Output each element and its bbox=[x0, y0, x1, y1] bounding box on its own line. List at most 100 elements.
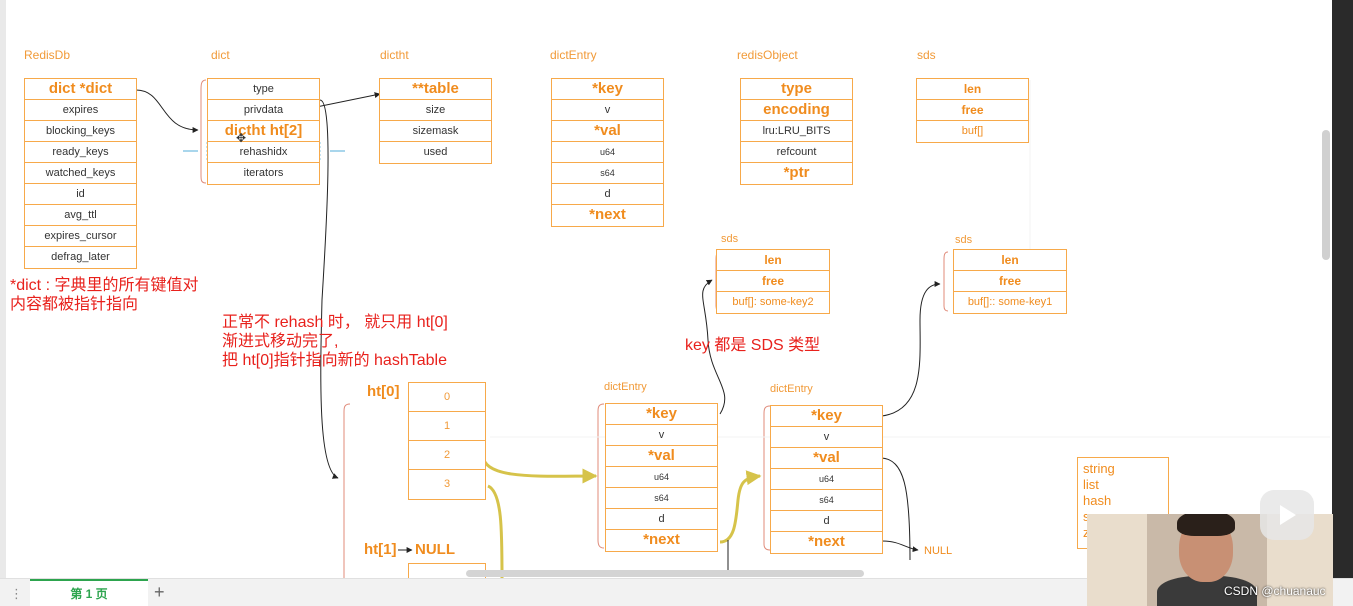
sds-row: len bbox=[917, 79, 1028, 100]
sds3-title: sds bbox=[955, 234, 973, 246]
dictht-title: dictht bbox=[380, 48, 409, 62]
right-edge bbox=[1332, 0, 1353, 606]
horizontal-scrollbar[interactable] bbox=[466, 570, 864, 577]
redisobject-title: redisObject bbox=[737, 48, 798, 62]
ht0-bucket: 3 bbox=[443, 478, 451, 490]
dict-table: type privdata dictht ht[2] rehashidx ite… bbox=[207, 78, 320, 185]
type-item: z bbox=[1083, 525, 1168, 541]
type-item: list bbox=[1083, 477, 1099, 492]
dict-row[interactable]: rehashidx bbox=[208, 142, 319, 163]
sds-row: buf[] bbox=[961, 125, 984, 137]
redisobject-row: *ptr bbox=[783, 164, 810, 181]
dictht-table: **table size sizemask used bbox=[379, 78, 492, 164]
watermark: CSDN @chuanauc bbox=[1224, 584, 1326, 598]
menu-dots-icon[interactable]: ⋮ bbox=[10, 586, 23, 601]
sds3-row: len bbox=[954, 250, 1066, 271]
sds2-table: len free buf[]: some-key2 bbox=[716, 249, 830, 314]
dict-title: dict bbox=[211, 48, 230, 62]
rehash-note-line3: 把 ht[0]指针指向新的 hashTable bbox=[222, 352, 447, 369]
redisobject-row: lru:LRU_BITS bbox=[741, 121, 852, 142]
bookshelf bbox=[1087, 514, 1147, 606]
ht0-table: 0 1 2 3 bbox=[408, 382, 486, 500]
ht1-label: ht[1] bbox=[364, 541, 397, 558]
dictentry-row: v bbox=[552, 100, 663, 121]
ht0-bucket: 2 bbox=[409, 441, 485, 470]
dictht-row: used bbox=[423, 146, 448, 158]
sds2-row: len bbox=[717, 250, 829, 271]
vertical-scrollbar[interactable] bbox=[1322, 130, 1330, 260]
redisdb-table: dict *dict expires blocking_keys ready_k… bbox=[24, 78, 137, 269]
sds-row: free bbox=[917, 100, 1028, 121]
page-tab[interactable]: 第 1 页 bbox=[30, 579, 148, 606]
sds2-title: sds bbox=[721, 233, 739, 245]
redisdb-row: expires_cursor bbox=[25, 226, 136, 247]
dictentry3-row: *val bbox=[771, 448, 882, 469]
rehash-note-line2: 渐进式移动完了, bbox=[222, 333, 339, 350]
dictentry-title: dictEntry bbox=[550, 48, 597, 62]
redisobject-table: type encoding lru:LRU_BITS refcount *ptr bbox=[740, 78, 853, 185]
dictentry-row: d bbox=[552, 184, 663, 205]
add-page-button[interactable]: + bbox=[154, 582, 165, 602]
sds-table: len free buf[] bbox=[916, 78, 1029, 143]
dict-row: privdata bbox=[208, 100, 319, 121]
dict-note-line1: *dict : 字典里的所有键值对 bbox=[10, 277, 199, 294]
dict-row: iterators bbox=[243, 167, 284, 179]
sds2-row: free bbox=[717, 271, 829, 292]
redisdb-row: watched_keys bbox=[25, 163, 136, 184]
redisdb-title: RedisDb bbox=[24, 48, 71, 62]
type-item: hash bbox=[1083, 493, 1112, 508]
dictentry2-row: v bbox=[606, 425, 717, 446]
entry-null-label: NULL bbox=[924, 545, 953, 557]
redisobject-row: type bbox=[741, 79, 852, 100]
redisdb-row: id bbox=[25, 184, 136, 205]
dictht-row: **table bbox=[380, 79, 491, 100]
dictentry-row: s64 bbox=[552, 163, 663, 184]
move-cursor-icon: ✥ bbox=[236, 131, 247, 145]
dictentry2-row: d bbox=[606, 509, 717, 530]
dictentry-row: *next bbox=[589, 206, 626, 223]
dictentry3-row: s64 bbox=[771, 490, 882, 511]
dictentry-row: *val bbox=[552, 121, 663, 142]
dict-row: type bbox=[208, 79, 319, 100]
redisdb-row: avg_ttl bbox=[25, 205, 136, 226]
redisdb-row: expires bbox=[25, 100, 136, 121]
sds3-table: len free buf[]:: some-key1 bbox=[953, 249, 1067, 314]
redisobject-row: refcount bbox=[741, 142, 852, 163]
redisdb-row: ready_keys bbox=[25, 142, 136, 163]
key-sds-note: key 都是 SDS 类型 bbox=[685, 337, 821, 354]
dictentry3-row: v bbox=[771, 427, 882, 448]
sds3-row: buf[]:: some-key1 bbox=[967, 296, 1053, 308]
dictht-row: sizemask bbox=[380, 121, 491, 142]
ht0-label: ht[0] bbox=[367, 383, 400, 400]
dictentry3-row: d bbox=[771, 511, 882, 532]
dictentry-row: *key bbox=[552, 79, 663, 100]
dictentry2-row: *next bbox=[643, 531, 680, 548]
dictentry3-row: *next bbox=[808, 533, 845, 550]
dictentry2-table: *key v *val u64 s64 d *next bbox=[605, 403, 718, 552]
dict-note-line2: 内容都被指针指向 bbox=[10, 296, 139, 313]
redisdb-row: dict *dict bbox=[25, 79, 136, 100]
dictentry-row: u64 bbox=[552, 142, 663, 163]
dictentry3-row: u64 bbox=[771, 469, 882, 490]
dictentry3-table: *key v *val u64 s64 d *next bbox=[770, 405, 883, 554]
dictentry-table: *key v *val u64 s64 d *next bbox=[551, 78, 664, 227]
dictentry2-title: dictEntry bbox=[604, 381, 647, 393]
dictht-row: size bbox=[380, 100, 491, 121]
dictentry2-row: *val bbox=[606, 446, 717, 467]
dictentry3-title: dictEntry bbox=[770, 383, 813, 395]
redisdb-row: defrag_later bbox=[51, 251, 110, 263]
redisobject-row: encoding bbox=[741, 100, 852, 121]
play-icon[interactable] bbox=[1260, 490, 1314, 540]
sds3-row: free bbox=[954, 271, 1066, 292]
redisdb-row: blocking_keys bbox=[25, 121, 136, 142]
sds2-row: buf[]: some-key2 bbox=[732, 296, 814, 308]
person-hair bbox=[1177, 514, 1235, 536]
dictentry2-row: u64 bbox=[606, 467, 717, 488]
sds-title: sds bbox=[917, 48, 936, 62]
dictentry3-row: *key bbox=[771, 406, 882, 427]
ht0-bucket: 1 bbox=[409, 412, 485, 441]
dict-row: dictht ht[2] bbox=[208, 121, 319, 142]
left-edge bbox=[0, 0, 6, 606]
